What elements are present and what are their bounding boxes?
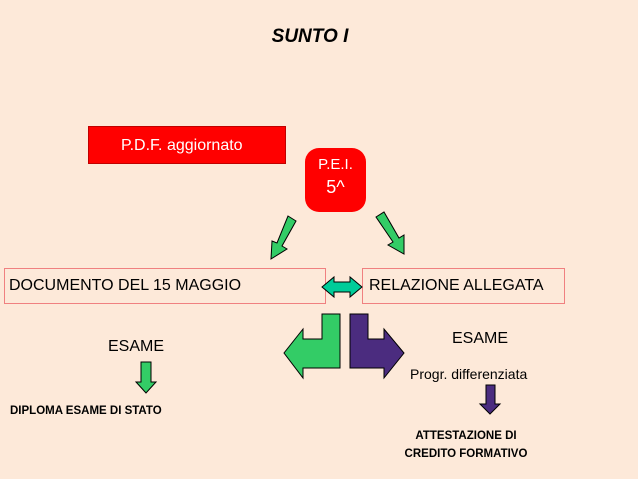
arrow-down-esame-left-icon	[134, 361, 158, 394]
l-arrow-left-icon	[283, 313, 341, 380]
arrow-down-progr-icon	[478, 384, 502, 415]
arrow-down-left-icon	[270, 215, 297, 260]
l-arrow-right-icon	[349, 313, 405, 380]
double-arrow-icon	[321, 275, 363, 299]
pei-box: P.E.I. 5^	[305, 148, 366, 212]
pei-label: P.E.I.	[318, 156, 353, 173]
diploma-label: DIPLOMA ESAME DI STATO	[10, 405, 162, 417]
pdf-box: P.D.F. aggiornato	[88, 126, 286, 164]
progr-differenziata-label: Progr. differenziata	[410, 366, 528, 382]
relazione-box: RELAZIONE ALLEGATA	[362, 268, 565, 304]
attestazione-line2: CREDITO FORMATIVO	[404, 448, 528, 460]
esame-right-label: ESAME	[452, 330, 509, 347]
esame-left-label: ESAME	[108, 338, 165, 355]
attestazione-label: ATTESTAZIONE DI CREDITO FORMATIVO	[390, 427, 542, 463]
pei-class-label: 5^	[326, 177, 345, 197]
page-title: SUNTO I	[271, 26, 349, 47]
attestazione-line1: ATTESTAZIONE DI	[415, 430, 517, 442]
arrow-down-right-icon	[375, 211, 405, 255]
